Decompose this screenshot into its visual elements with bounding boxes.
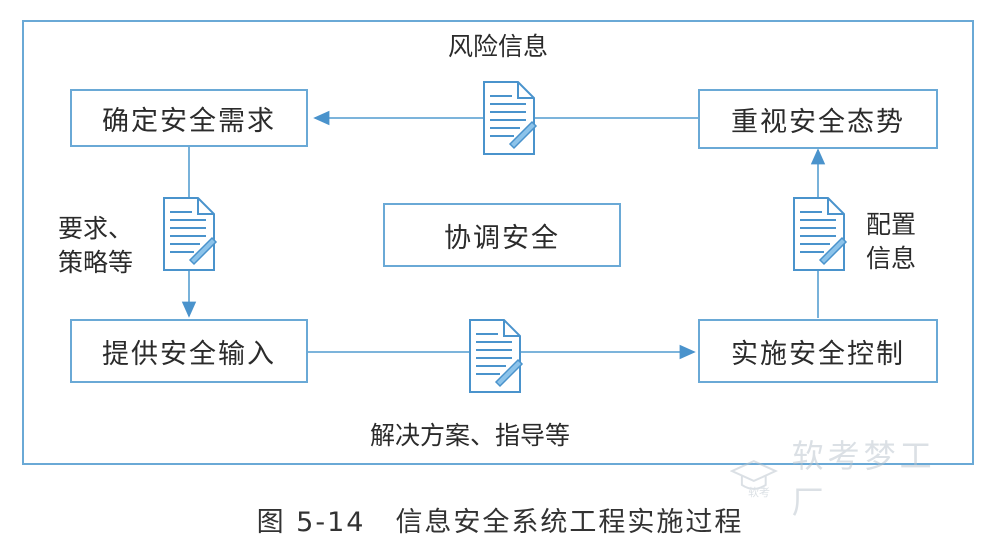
figure-number: 图 5-14: [256, 507, 366, 538]
graduation-cap-icon: [730, 460, 778, 490]
label-risk-info: 风险信息: [448, 32, 549, 61]
document-icon: [793, 197, 848, 271]
watermark-text: 软考梦工厂: [791, 437, 936, 521]
label-requirements-policies: 要求、 策略等: [58, 212, 133, 280]
label-line: 策略等: [58, 248, 134, 277]
watermark: 软考 软考梦工厂: [730, 437, 970, 521]
node-implement-control: 实施安全控制: [698, 319, 938, 383]
watermark-logo-text: 软考: [748, 486, 770, 499]
node-label: 实施安全控制: [731, 338, 905, 370]
node-provide-input: 提供安全输入: [70, 319, 308, 383]
label-line: 要求、: [58, 214, 134, 243]
diagram-frame: [22, 20, 974, 465]
node-determine-requirements: 确定安全需求: [70, 89, 308, 147]
node-label: 提供安全输入: [102, 338, 276, 370]
node-value-posture: 重视安全态势: [698, 89, 938, 149]
label-line: 信息: [866, 244, 917, 273]
figure-title: 信息安全系统工程实施过程: [395, 507, 744, 538]
label-config-info: 配置 信息: [866, 208, 916, 276]
node-label: 协调安全: [444, 222, 560, 254]
document-icon: [469, 319, 524, 393]
figure-caption: 图 5-14 信息安全系统工程实施过程: [0, 500, 1000, 539]
label-solutions-guidance: 解决方案、指导等: [370, 421, 571, 450]
node-coordinate-security: 协调安全: [383, 203, 621, 267]
node-label: 确定安全需求: [102, 105, 276, 137]
label-line: 配置: [866, 210, 917, 239]
node-label: 重视安全态势: [731, 106, 905, 138]
document-icon: [483, 81, 538, 155]
document-icon: [163, 197, 218, 271]
